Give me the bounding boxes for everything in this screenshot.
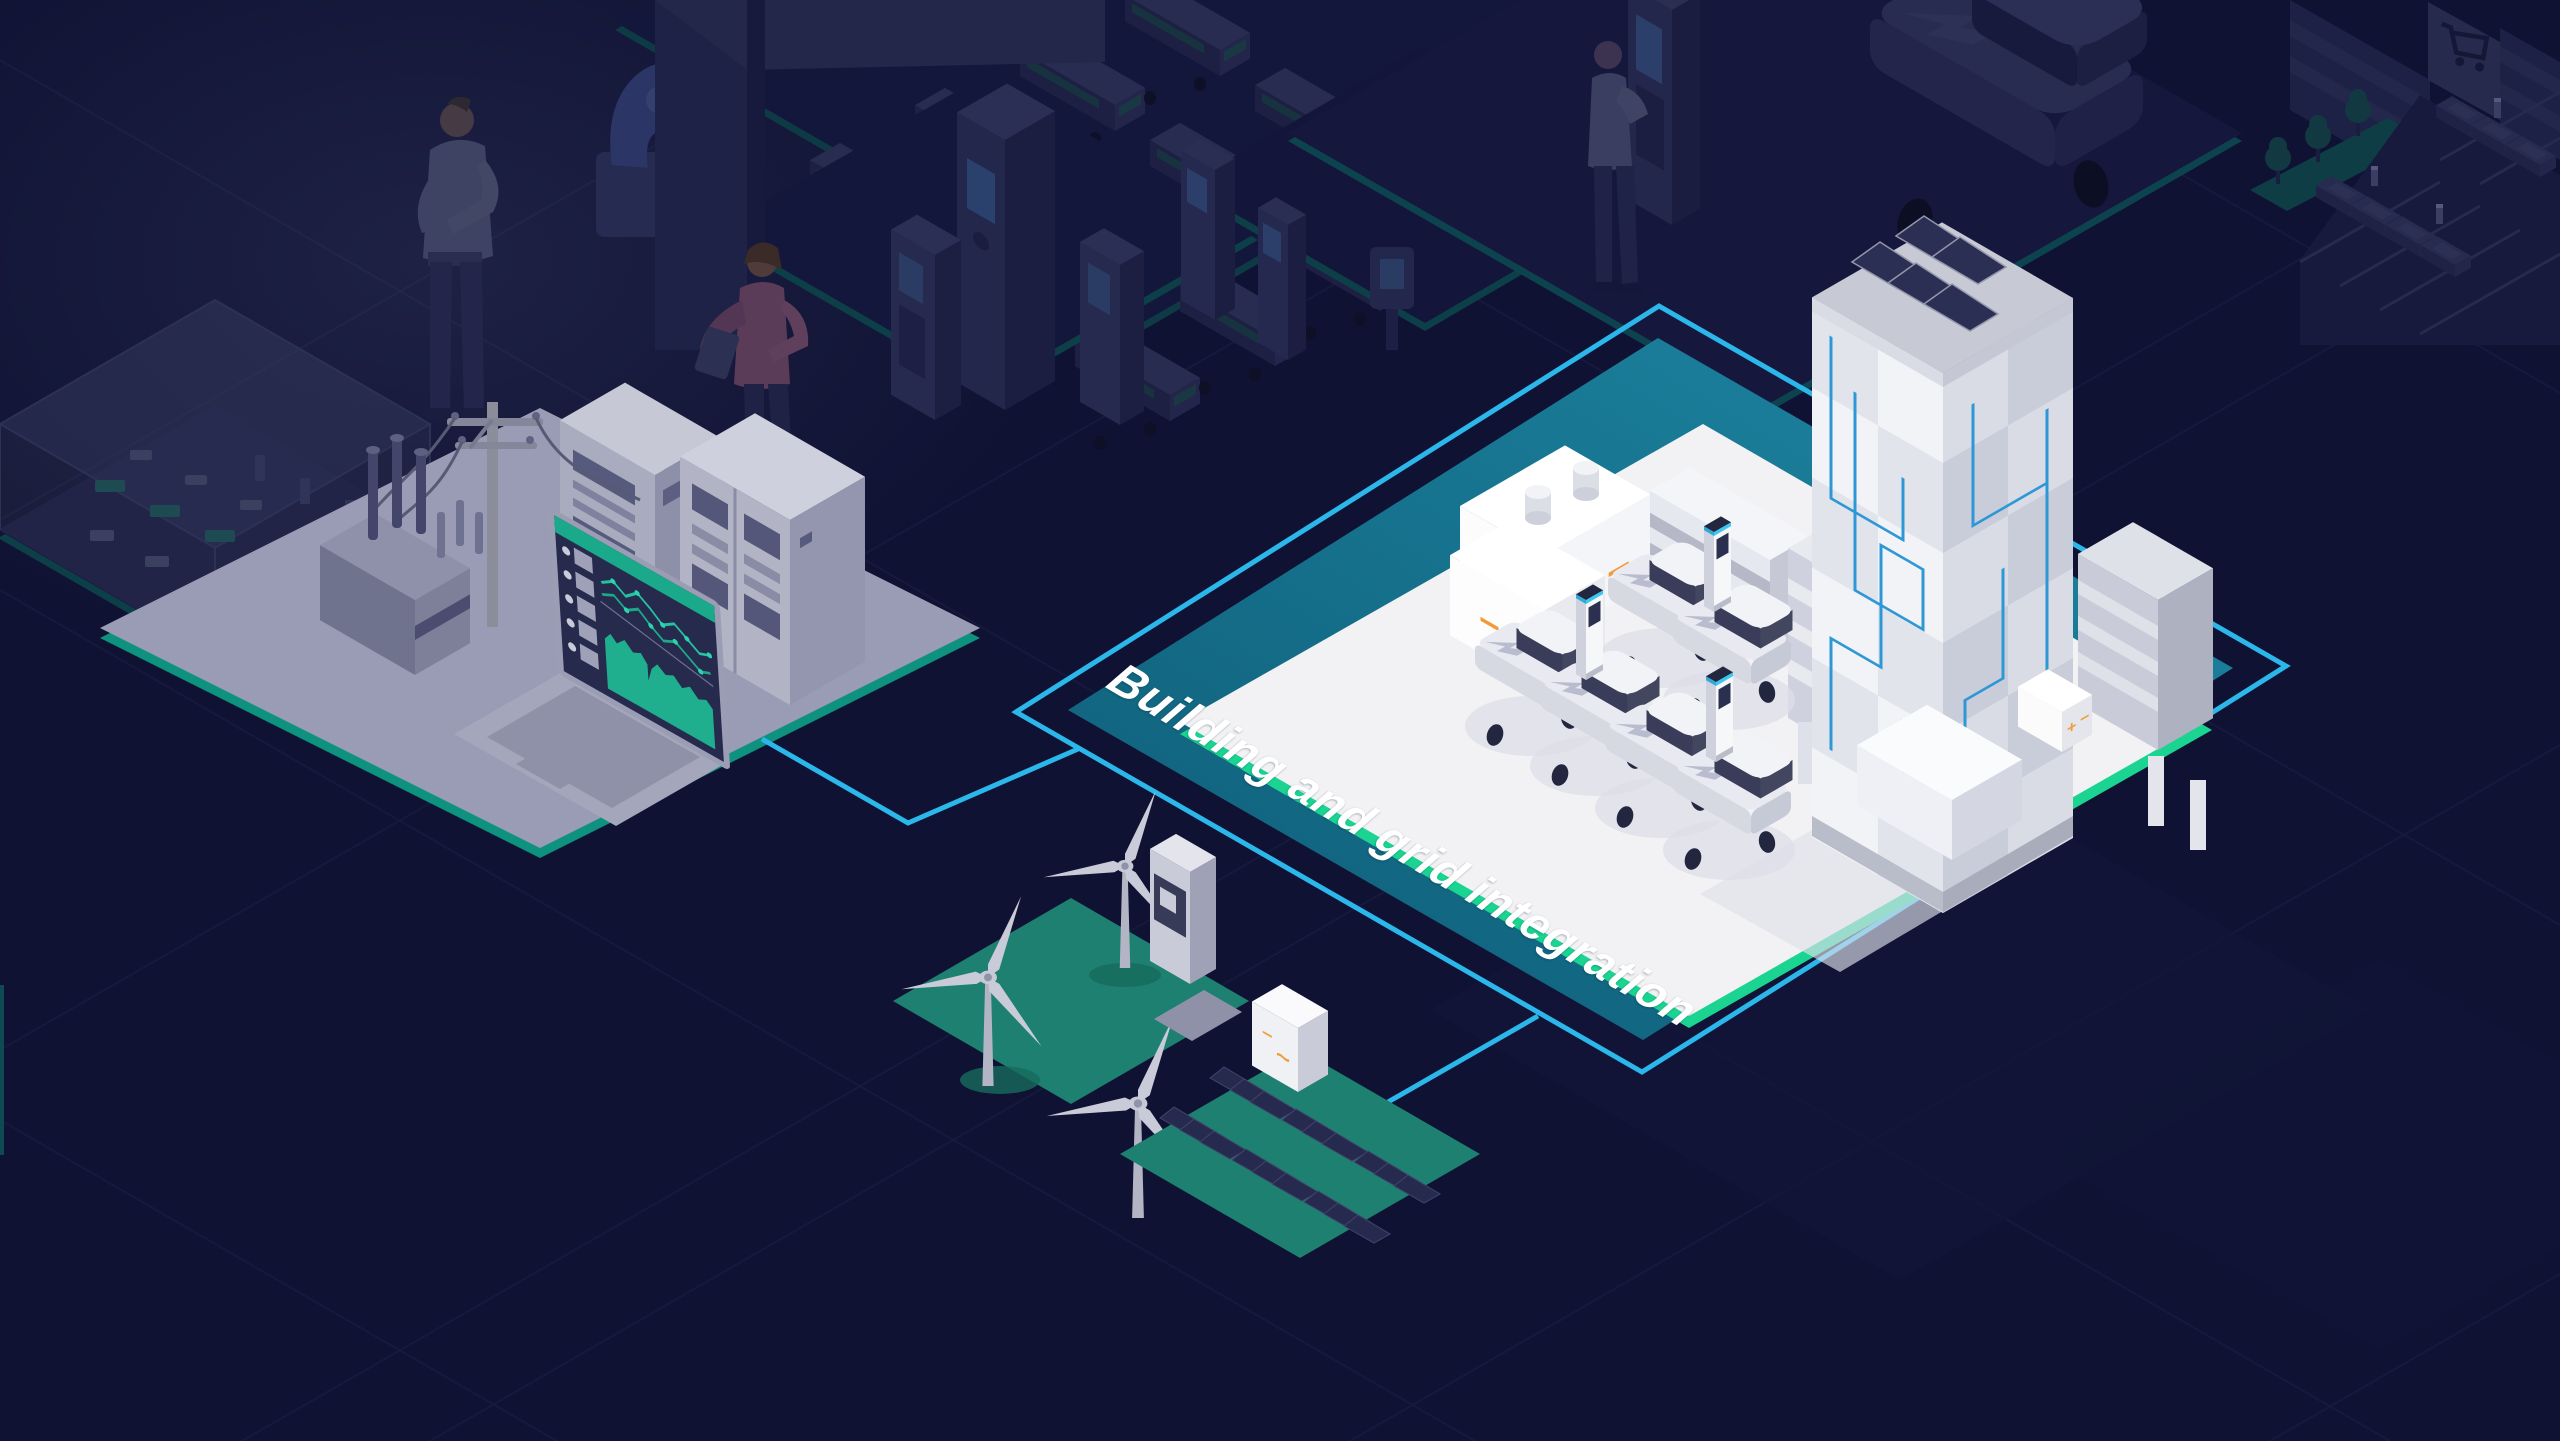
connection-solar-to-zone bbox=[1386, 1013, 1540, 1105]
highlight-zone-building-grid-integration[interactable]: + − + − bbox=[1011, 215, 2291, 1075]
dashboard-area-chart bbox=[604, 633, 716, 750]
building-wing-right bbox=[2078, 522, 2213, 750]
charging-pillar bbox=[1706, 666, 1733, 762]
power-cables bbox=[374, 417, 641, 522]
gantry bbox=[655, 0, 1105, 350]
person-man bbox=[417, 96, 499, 420]
grid-substation-scene bbox=[100, 382, 980, 858]
supermarket-parking-scene bbox=[2250, 0, 2560, 345]
charger-cabinet bbox=[891, 138, 1414, 425]
lawn-strip bbox=[2250, 118, 2425, 211]
laptop-keyboard bbox=[487, 686, 700, 808]
edge-tick bbox=[0, 985, 4, 1155]
laptop-screen bbox=[548, 508, 730, 769]
dc-fast-charger bbox=[957, 83, 1055, 410]
monitoring-laptop bbox=[454, 508, 730, 826]
dim-person bbox=[1588, 41, 1648, 294]
right-wing-pillars bbox=[2148, 756, 2206, 850]
fast-charging-scene bbox=[1288, 0, 2242, 414]
building-battery: + − bbox=[2018, 460, 2092, 752]
faint-ground-tile bbox=[2040, 960, 2560, 1350]
zone-outline bbox=[1011, 303, 2291, 1075]
dashboard-header-bar bbox=[554, 515, 716, 623]
tower-base bbox=[1812, 816, 2073, 912]
building-battery-minus: − bbox=[2080, 705, 2089, 729]
parking-ground bbox=[2300, 95, 2560, 345]
battery-terminals bbox=[1525, 461, 1599, 525]
laptop-touchpad bbox=[516, 745, 592, 789]
wind-farm-scene bbox=[893, 787, 1249, 1218]
dashboard-line-chart bbox=[600, 578, 714, 688]
rooftop-solar-panels bbox=[1850, 215, 2008, 332]
solar-field-scene: − ~ bbox=[1120, 984, 1480, 1258]
building-battery-plus: + bbox=[2067, 715, 2076, 739]
dim-charge-posts bbox=[2371, 98, 2501, 224]
connection-lines bbox=[760, 736, 1540, 1105]
dashboard-sidebar-icons bbox=[562, 546, 599, 670]
solar-inverter-minus: − bbox=[1262, 1021, 1273, 1047]
charging-pillar bbox=[1576, 584, 1603, 680]
wind-inverter-cabinet bbox=[1150, 833, 1242, 1041]
entrance-canopy bbox=[1857, 704, 2022, 860]
utility-pole bbox=[374, 402, 641, 627]
charging-pillar bbox=[1704, 516, 1731, 612]
connection-substation-to-zone bbox=[760, 736, 1079, 826]
solar-inverter-wave: ~ bbox=[1276, 1041, 1290, 1075]
solar-inverter-box: − ~ bbox=[1252, 984, 1328, 1092]
dim-ev-car bbox=[1870, 0, 2147, 246]
transformer-bushings bbox=[366, 434, 483, 558]
transformer bbox=[320, 434, 483, 675]
shopping-cart-sign bbox=[2428, 2, 2500, 120]
